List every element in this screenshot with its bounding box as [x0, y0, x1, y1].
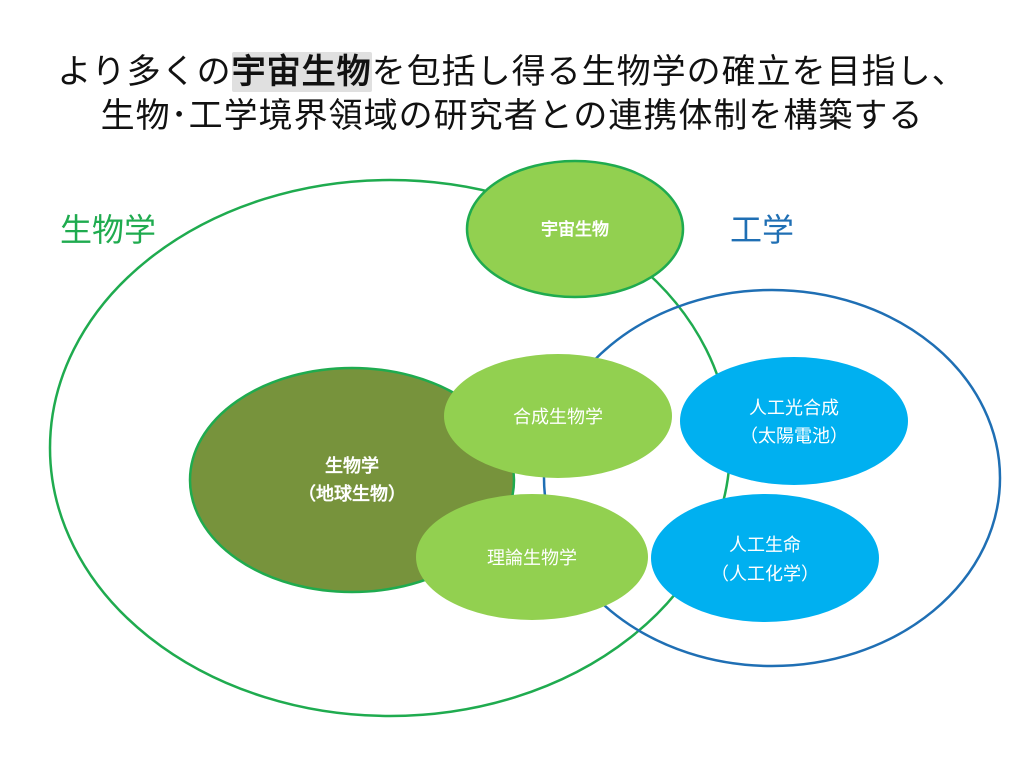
engineering-domain-label: 工学: [730, 211, 794, 249]
title-line-1-prefix: より多くの: [57, 52, 232, 92]
title-line-1: より多くの宇宙生物を包括し得る生物学の確立を目指し、: [0, 44, 1024, 93]
biology-domain-label: 生物学: [60, 211, 156, 249]
space-biology-label: 宇宙生物: [541, 219, 609, 240]
artificial-photosynthesis-label-line2: （太陽電池）: [740, 426, 848, 447]
theoretical-biology-label: 理論生物学: [487, 548, 577, 569]
title-line-1-suffix: を包括し得る生物学の確立を目指し、: [371, 52, 967, 92]
earth-biology-label-line2: （地球生物）: [298, 483, 406, 505]
artificial-life-node: [651, 494, 879, 622]
synthetic-biology-node: [444, 354, 672, 478]
artificial-photosynthesis-node: [680, 357, 908, 485]
earth-biology-label-line1: 生物学: [325, 455, 379, 477]
engineering-domain-circle: [542, 288, 1002, 668]
theoretical-biology-node: [416, 494, 648, 620]
title-line-2: 生物･工学境界領域の研究者との連携体制を構築する: [100, 96, 924, 136]
artificial-photosynthesis-label-line1: 人工光合成: [749, 398, 839, 419]
artificial-life-label-line1: 人工生命: [729, 535, 801, 556]
artificial-life-label-line2: （人工化学）: [711, 564, 819, 585]
title-highlight-space-biology: 宇宙生物: [231, 52, 372, 92]
synthetic-biology-label: 合成生物学: [513, 407, 603, 428]
space-biology-node: [465, 159, 685, 299]
